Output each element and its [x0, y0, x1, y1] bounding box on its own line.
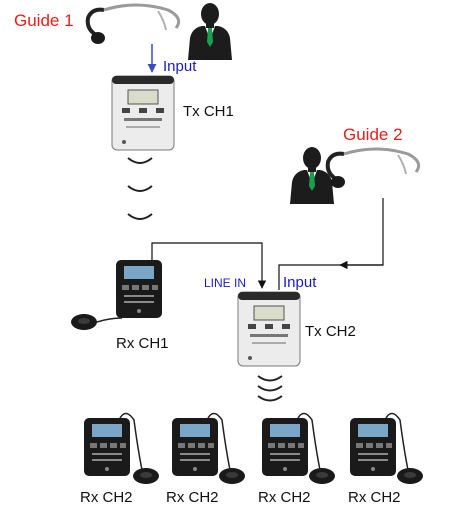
rx-ch2-label: Rx CH2 — [258, 489, 311, 506]
wireless-signal-icon — [127, 157, 153, 220]
receiver-group-ch2 — [84, 412, 423, 484]
wireless-signal-icon — [257, 375, 283, 402]
tx-ch1-label: Tx CH1 — [183, 103, 234, 120]
earphone-icon — [309, 468, 335, 484]
input-1-label: Input — [163, 58, 197, 75]
receiver-icon — [262, 418, 308, 476]
earphone-cable — [96, 317, 123, 323]
rx-ch2-label: Rx CH2 — [166, 489, 219, 506]
earphone-icon — [219, 468, 245, 484]
input-cable-2 — [278, 198, 384, 290]
guide-person-icon — [290, 147, 334, 204]
guide-person-icon — [188, 3, 232, 60]
input-2-label: Input — [283, 274, 317, 291]
headset-mic-icon — [325, 147, 421, 190]
receiver-icon — [116, 260, 162, 318]
transmitter-icon — [237, 291, 301, 367]
receiver-icon — [84, 418, 130, 476]
rx-ch1-label: Rx CH1 — [116, 335, 169, 352]
line-in-cable — [151, 242, 267, 289]
rx-ch2-label: Rx CH2 — [80, 489, 133, 506]
transmitter-icon — [111, 75, 175, 151]
earphone-icon — [71, 314, 97, 330]
tx-ch2-label: Tx CH2 — [305, 323, 356, 340]
guide-1-label: Guide 1 — [14, 11, 74, 30]
guide-2-label: Guide 2 — [343, 125, 403, 144]
receiver-icon — [350, 418, 396, 476]
receiver-icon — [172, 418, 218, 476]
earphone-icon — [397, 468, 423, 484]
rx-ch2-label: Rx CH2 — [348, 489, 401, 506]
earphone-icon — [133, 468, 159, 484]
line-in-label: LINE IN — [204, 276, 247, 290]
headset-mic-icon — [85, 3, 181, 46]
